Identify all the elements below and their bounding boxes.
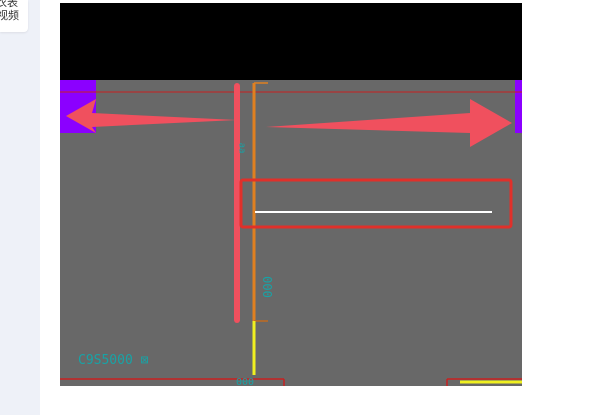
cad-video-viewport[interactable]: aa 000 C9S5000 ⊠ 000 — [60, 3, 522, 386]
highlight-box — [239, 178, 513, 229]
left-sidebar: 衣表 视频 — [0, 0, 40, 415]
cad-label-bottom-mid: 000 — [236, 377, 255, 386]
cad-label-vertical-mid: 000 — [259, 276, 274, 298]
arrow-right — [266, 99, 512, 147]
sidebar-menu-item-1[interactable]: 衣表 — [0, 0, 18, 9]
cad-label-vertical-top: aa — [236, 142, 247, 154]
red-vertical-marker — [234, 83, 240, 323]
sidebar-menu-card[interactable]: 衣表 视频 — [0, 0, 28, 32]
cad-label-bottom-left: C9S5000 ⊠ — [78, 353, 149, 368]
arrow-left — [66, 99, 237, 133]
purple-block-right — [515, 80, 522, 133]
cad-annotation-layer — [60, 80, 522, 386]
sidebar-menu-item-video[interactable]: 视频 — [0, 9, 19, 22]
